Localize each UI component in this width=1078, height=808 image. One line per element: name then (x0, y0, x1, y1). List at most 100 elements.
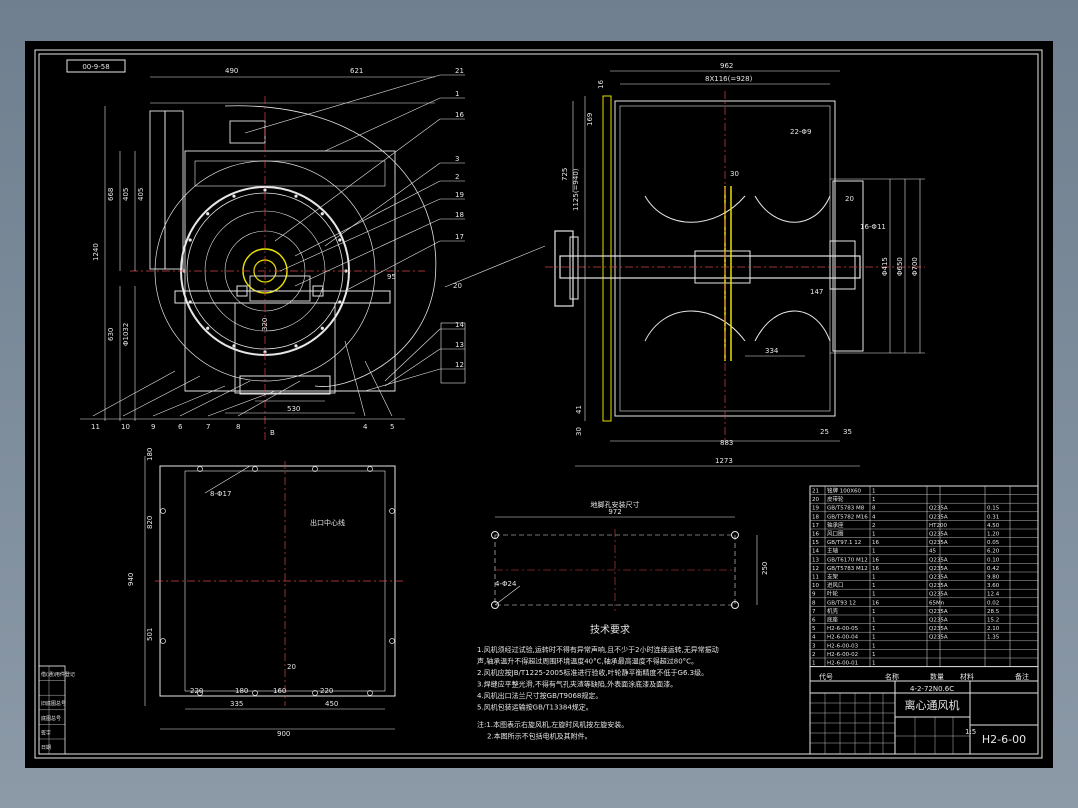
dim-side-right-small: 20 (845, 195, 854, 203)
dim-plan-h-small: 180 (146, 448, 154, 461)
bom-cell: 6.20 (987, 549, 1000, 555)
dim-side-bh2: 30 (575, 427, 583, 436)
drawing-code-box: 00-9-58 (66, 59, 126, 73)
bom-cell: 15 (812, 540, 819, 546)
foundation-holes: 4-Φ24 (495, 580, 517, 588)
bom-cell: 21 (812, 489, 819, 495)
title-block-grid (810, 693, 970, 754)
tech-req-line: 2.本图所示不包括电机及其附件。 (487, 732, 592, 741)
tech-req-line: 2.风机应按JB/T1225-2005标准进行验收,叶轮静平衡精度不低于G6.3… (477, 668, 708, 677)
callout-label: 7 (206, 423, 210, 431)
dim-side-left-top: 169 (586, 113, 594, 126)
dim-front-base-w: 530 (287, 405, 300, 413)
dim-side-d1: Φ415 (881, 257, 889, 276)
bom-cell: Q235A (929, 575, 948, 581)
dim-side-top-sub: 8X116(=928) (705, 75, 753, 83)
bom-cell: 16 (872, 557, 879, 563)
bom-cell: 1 (872, 609, 876, 615)
bom-cell: 2 (872, 523, 876, 529)
bom-cell: 2.10 (987, 626, 1000, 632)
callout-label: 8 (236, 423, 240, 431)
plan-hole (197, 690, 203, 696)
plan-hole (389, 508, 395, 514)
plan-hole (197, 466, 203, 472)
bom-cell: 4 (872, 514, 876, 520)
bom-cell: 1 (872, 635, 876, 641)
tech-req-line: 5.风机包装运输按GB/T13384规定。 (477, 703, 593, 712)
bom-cell: Q235A (929, 506, 948, 512)
dim-side-d3: Φ700 (911, 257, 919, 276)
bom-hdr-material: 材料 (960, 672, 974, 681)
ring-bolt-dot (320, 326, 324, 330)
bom-cell: 3.60 (987, 583, 1000, 589)
drawing-code-text: 00-9-58 (82, 63, 109, 71)
bom-cell: 3 (812, 643, 816, 649)
ring-bolt-dot (294, 194, 298, 198)
left-strip-label: 底图总号 (41, 715, 61, 722)
bom-cell: 1 (872, 618, 876, 624)
tech-req-title: 技术要求 (590, 623, 630, 636)
callout-label: 14 (455, 321, 464, 329)
bom-cell: 皮带轮 (827, 495, 844, 503)
bom-cell: 17 (812, 523, 819, 529)
dim-side-br2: 35 (843, 428, 852, 436)
plan-hole-label: 8-Φ17 (210, 490, 231, 498)
bom-cell: 叶轮 (827, 590, 839, 598)
ring-bolt-dot (232, 194, 236, 198)
bom-cell: GB/T5783 M12 (827, 566, 868, 572)
ring-bolt-dot (338, 238, 342, 242)
dim-side-wheel-w: 334 (765, 347, 779, 355)
front-view: 490 621 1240 668 405 405 630 Φ1032 530 3… (80, 67, 546, 441)
left-strip-label: 签字 (41, 729, 51, 736)
ring-bolt-dot (188, 238, 192, 242)
foundation-width: 972 (608, 508, 621, 516)
dim-front-h-mid: 405 (122, 188, 130, 201)
dim-front-top-right: 621 (350, 67, 363, 75)
bom-cell: 8 (872, 506, 876, 512)
tech-req-line: 1.风机须经过试验,运转时不得有异常声响,且不少于2小时连续运转,无异常振动 (477, 645, 719, 654)
plan-hole (252, 466, 258, 472)
bom-cell: 底座 (827, 616, 839, 624)
dim-plan-lower1: 335 (230, 700, 243, 708)
dim-plan-h-top: 820 (146, 516, 154, 529)
bom-cell: 9 (812, 592, 816, 598)
callout-label: 11 (91, 423, 100, 431)
bom-cell: 1.35 (987, 635, 1000, 641)
bom-cell: 进风口 (827, 581, 844, 589)
bom-cell: 16 (812, 532, 819, 538)
callout-label: 20 (453, 282, 462, 290)
dim-side-bh1: 41 (575, 405, 583, 414)
bom-cell: Q235A (929, 592, 948, 598)
dim-side-left-tall: 1125(=940) (572, 168, 580, 211)
bom-cell: 14 (812, 549, 819, 555)
bom-cell: 铭牌 100X60 (827, 487, 862, 495)
plan-hole (389, 638, 395, 644)
callout-label: 2 (455, 173, 459, 181)
dim-plan-h-bot: 501 (146, 628, 154, 641)
bom-cell: Q235A (929, 609, 948, 615)
bom-cell: 13 (812, 557, 819, 563)
callout-label: 17 (455, 233, 464, 241)
bom-cell: GB/T6170 M12 (827, 557, 868, 563)
dim-front-center: 320 (261, 318, 269, 331)
bom-cell: 16 (872, 600, 879, 606)
side-view: 962 8X116(=928) 1125(=940) 725 169 16 22… (545, 62, 925, 467)
bom-cell: 45 (929, 549, 936, 555)
dim-front-top-left: 490 (225, 67, 238, 75)
left-strip-label: 日期 (41, 745, 51, 751)
outer-frame (34, 49, 1043, 759)
ring-bolt-dot (263, 188, 267, 192)
dim-plan-seg1: 220 (190, 687, 203, 695)
bom-cell: 0.05 (987, 540, 1000, 546)
side-hole-label2: 16-Φ11 (860, 223, 886, 231)
callout-label: 16 (455, 111, 464, 119)
bom-cell: 20 (812, 497, 819, 503)
bom-cell: GB/T5783 M8 (827, 506, 865, 512)
dim-front-shaft: 95 (387, 273, 396, 281)
bom-cell: 0.31 (987, 514, 999, 520)
bom-cell: 机壳 (827, 607, 839, 615)
callout-label: 6 (178, 423, 183, 431)
foundation-layout: 地脚孔安装尺寸 972 250 4-Φ24 (491, 500, 769, 611)
